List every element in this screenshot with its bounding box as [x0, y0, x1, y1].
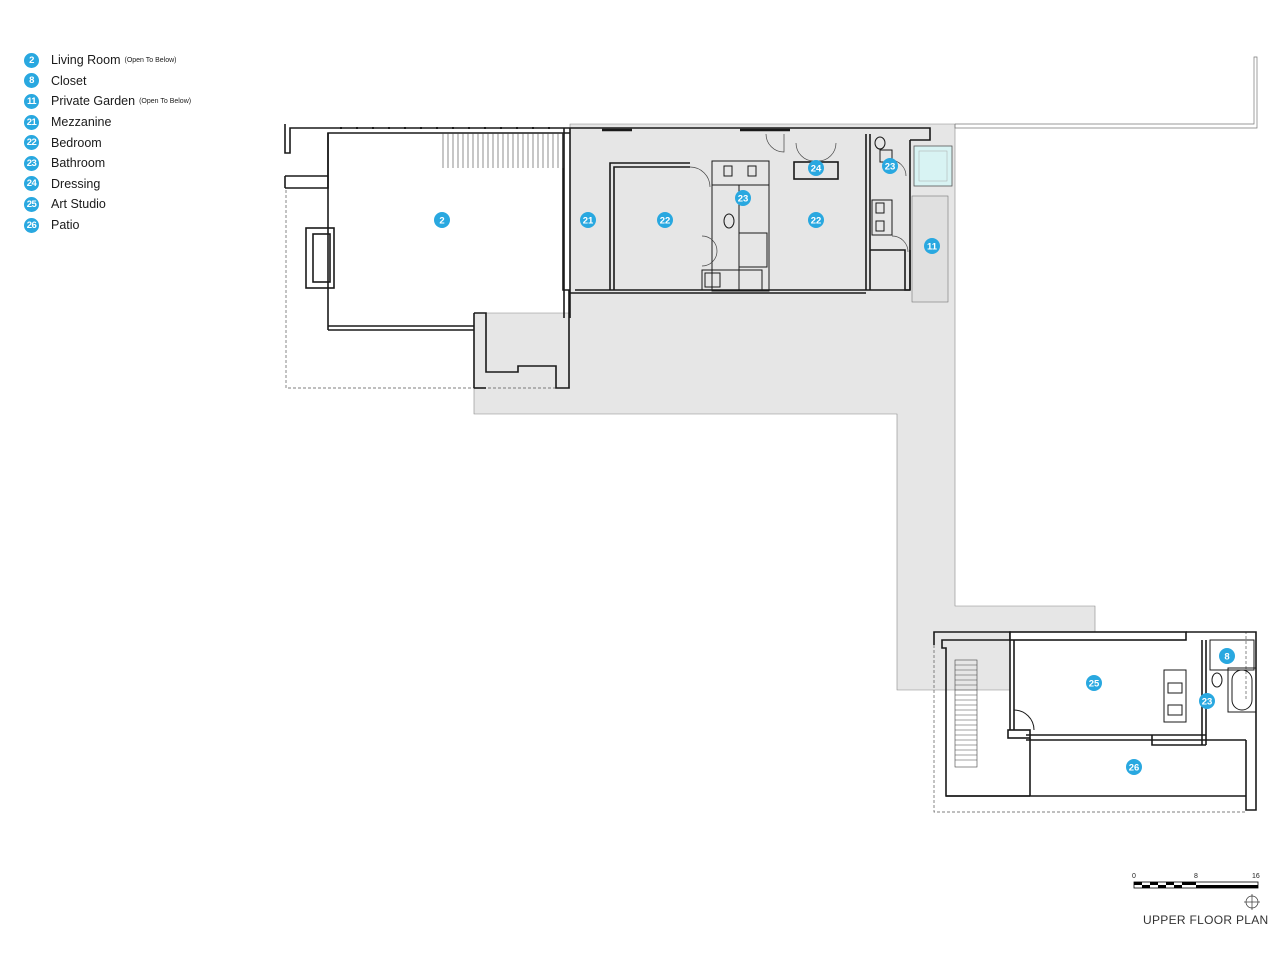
studio-building-walls	[933, 631, 1257, 811]
room-tag-bathroom-1: 23	[735, 190, 751, 206]
legend-badge: 21	[24, 114, 39, 130]
property-line	[954, 56, 1258, 129]
room-tag-label: 2	[439, 216, 444, 227]
legend-badge: 11	[24, 93, 39, 109]
roof-terrace	[473, 123, 1096, 691]
room-tag-label: 26	[1129, 763, 1140, 774]
legend-label: Closet	[51, 73, 87, 88]
stairs-studio	[954, 659, 978, 768]
legend-badge: 24	[24, 176, 39, 192]
room-tag-label: 11	[927, 242, 938, 253]
room-tag-label: 22	[660, 216, 671, 227]
room-tag-bedroom-2: 22	[808, 212, 824, 228]
room-tag-closet: 8	[1219, 648, 1235, 664]
studio-fixtures	[1013, 639, 1257, 731]
room-tag-label: 23	[1202, 697, 1213, 708]
legend-label: Mezzanine	[51, 115, 112, 130]
room-tag-bedroom-1: 22	[657, 212, 673, 228]
room-tag-label: 24	[811, 164, 822, 175]
room-tags: 2 21 22 23 24 22 23 11 8 25 23 26	[434, 158, 1235, 775]
stairs-main	[442, 133, 564, 168]
room-tag-bathroom-3: 23	[1199, 693, 1215, 709]
legend-item: 25 Art Studio	[24, 194, 191, 215]
legend-badge: 23	[24, 155, 39, 171]
legend-label: Living Room	[51, 53, 121, 68]
legend-label: Private Garden	[51, 94, 136, 109]
scale-tick-label: 8	[1194, 873, 1198, 880]
legend-item: 22 Bedroom	[24, 132, 191, 153]
scale-bar	[1133, 881, 1259, 889]
legend-item: 2 Living Room(Open To Below)	[24, 50, 191, 71]
room-tag-bathroom-2: 23	[882, 158, 898, 174]
legend-label: Dressing	[51, 176, 101, 191]
room-tag-label: 21	[583, 216, 594, 227]
legend-label: Art Studio	[51, 197, 106, 212]
legend-note: (Open To Below)	[124, 56, 177, 64]
room-tag-art-studio: 25	[1086, 675, 1102, 691]
legend-badge: 26	[24, 217, 39, 233]
legend-item: 23 Bathroom	[24, 153, 191, 174]
legend-item: 8 Closet	[24, 71, 191, 92]
pool	[913, 145, 953, 187]
legend-badge: 25	[24, 196, 39, 212]
legend-item: 21 Mezzanine	[24, 112, 191, 133]
room-tag-dressing: 24	[808, 160, 824, 176]
room-tag-living-room: 2	[434, 212, 450, 228]
interior-fixtures	[340, 127, 893, 292]
room-tag-label: 23	[885, 162, 896, 173]
north-arrow-icon	[1244, 894, 1260, 910]
scale-tick-label: 0	[1132, 873, 1136, 880]
legend-label: Bedroom	[51, 135, 102, 150]
legend-badge: 2	[24, 52, 39, 68]
room-tag-label: 8	[1224, 652, 1229, 663]
scale-tick-label: 16	[1252, 873, 1260, 880]
legend-item: 11 Private Garden(Open To Below)	[24, 91, 191, 112]
legend-item: 24 Dressing	[24, 174, 191, 195]
legend-note: (Open To Below)	[139, 97, 192, 105]
room-tag-label: 25	[1089, 679, 1100, 690]
room-tag-label: 23	[738, 194, 749, 205]
room-tag-private-garden: 11	[924, 238, 940, 254]
legend-label: Bathroom	[51, 156, 106, 171]
legend-badge: 22	[24, 135, 39, 151]
legend-label: Patio	[51, 218, 80, 233]
dashed-outline-south	[933, 645, 1246, 813]
legend-item: 26 Patio	[24, 215, 191, 236]
legend-badge: 8	[24, 73, 39, 89]
room-tag-label: 22	[811, 216, 822, 227]
room-tag-patio: 26	[1126, 759, 1142, 775]
room-tag-mezzanine: 21	[580, 212, 596, 228]
main-building-walls	[284, 124, 931, 389]
plan-title: UPPER FLOOR PLAN	[1143, 913, 1269, 927]
